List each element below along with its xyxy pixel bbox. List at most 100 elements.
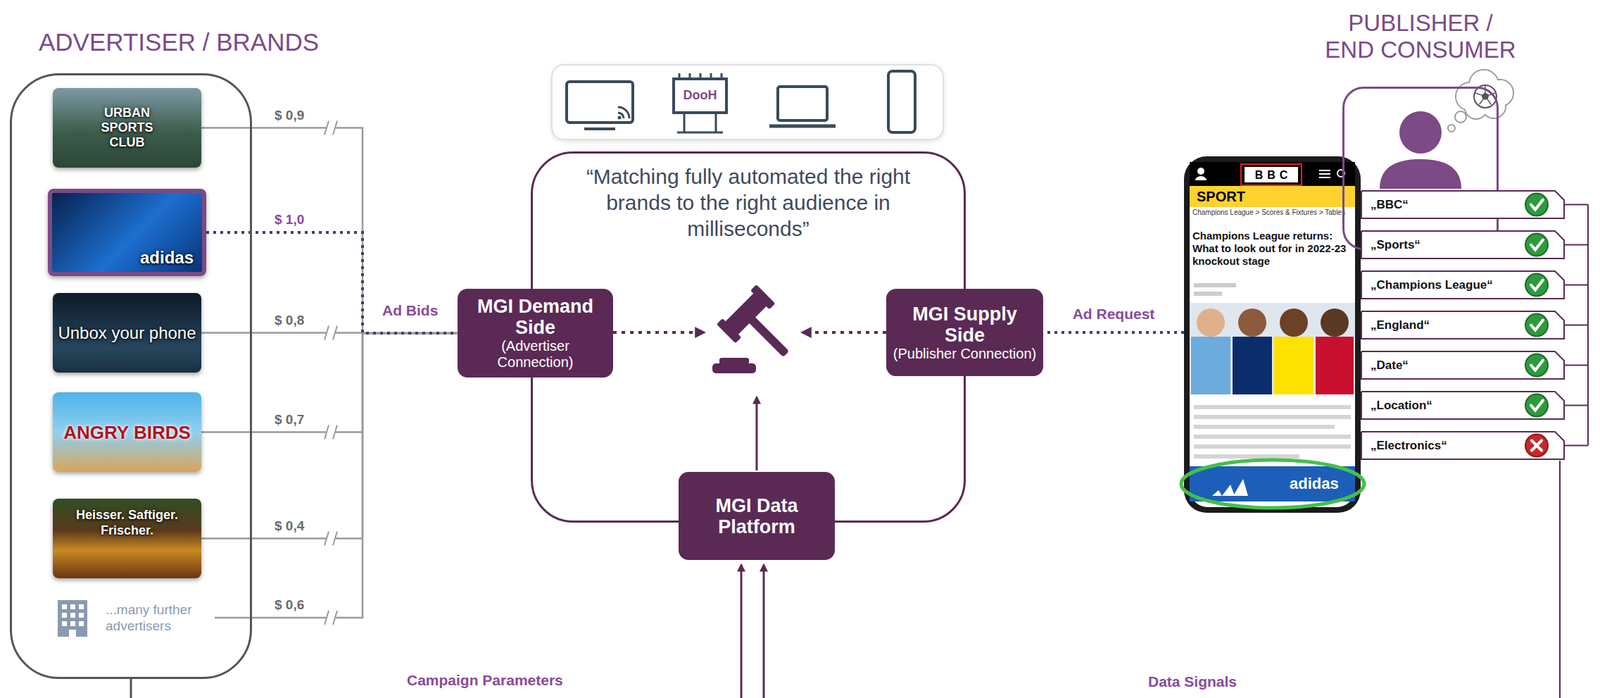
icon-mark bbox=[1531, 400, 1543, 411]
check-icon bbox=[1525, 354, 1548, 377]
tag-shape bbox=[1361, 351, 1565, 379]
sport-bar bbox=[1189, 185, 1356, 207]
break-slash bbox=[324, 425, 338, 440]
thought-dot bbox=[1447, 124, 1455, 132]
menu-icon bbox=[1319, 170, 1331, 178]
building-windows bbox=[61, 603, 84, 637]
gavel-icon bbox=[716, 284, 806, 374]
request-arrow bbox=[802, 330, 887, 334]
flow-label: Data Signals bbox=[1145, 672, 1239, 690]
break-slash bbox=[324, 610, 338, 625]
player-head bbox=[1279, 308, 1308, 337]
bid-arrow bbox=[613, 330, 704, 334]
byline bbox=[1193, 282, 1237, 288]
bid-price: $ 0,8 bbox=[272, 311, 307, 329]
advertiser-panel: ADVERTISER / BRANDSURBAN SPORTS CLUBadid… bbox=[9, 73, 253, 679]
article-lines bbox=[1193, 404, 1351, 459]
line-break-mark bbox=[324, 610, 338, 625]
flow-label: Ad Bids bbox=[380, 301, 440, 319]
break-slash bbox=[324, 325, 338, 340]
tag-shape bbox=[1361, 311, 1565, 339]
check-icon bbox=[1525, 193, 1548, 217]
user-icon bbox=[1197, 167, 1205, 175]
process-box: MGI Demand Side(Advertiser Connection) bbox=[457, 288, 614, 378]
bid-price: $ 0,7 bbox=[272, 411, 307, 428]
bid-price: $ 0,4 bbox=[272, 517, 307, 535]
node-text: „Date“ bbox=[1360, 350, 1565, 380]
ad-thumbnail: ANGRY BIRDS bbox=[52, 392, 202, 472]
node-text: MGI Demand Side bbox=[463, 295, 608, 338]
ad-thumbnail: adidas bbox=[47, 188, 207, 276]
signal-tag: „Sports“ bbox=[1360, 230, 1565, 260]
tag-shape bbox=[1361, 391, 1565, 419]
cross-icon bbox=[1525, 434, 1548, 457]
site-header bbox=[1189, 161, 1356, 186]
player bbox=[1232, 336, 1272, 395]
icon-mark bbox=[1531, 360, 1543, 371]
person-head bbox=[1399, 111, 1442, 154]
tag-shape bbox=[1361, 190, 1565, 219]
data-arrow bbox=[756, 397, 759, 471]
bid-price: $ 0,9 bbox=[272, 106, 307, 124]
process-box: MGI Supply Side(Publisher Connection) bbox=[886, 288, 1044, 376]
phone-screen bbox=[1189, 161, 1356, 507]
thought-dot bbox=[1454, 111, 1467, 123]
gavel-base bbox=[712, 363, 757, 374]
billboard-icon bbox=[673, 78, 727, 113]
player-head bbox=[1238, 308, 1267, 337]
icon-mark bbox=[1531, 320, 1543, 331]
node-text: „Location“ bbox=[1360, 390, 1565, 420]
node-subtext: adidas bbox=[1289, 474, 1339, 493]
node-text: „Electronics“ bbox=[1360, 430, 1565, 460]
tv-stand bbox=[584, 127, 616, 131]
connector bbox=[201, 128, 458, 334]
ad-thumbnail: Heisser. Saftiger. Frischer. bbox=[52, 498, 202, 578]
cast-dot bbox=[618, 116, 622, 120]
building-icon bbox=[57, 599, 88, 637]
player bbox=[1274, 336, 1314, 395]
player bbox=[1315, 336, 1354, 395]
player-head bbox=[1320, 308, 1349, 337]
node-subtext: Champions League returns: What to look o… bbox=[1192, 229, 1352, 268]
process-box: MGI Data Platform bbox=[678, 471, 835, 560]
phone-icon bbox=[888, 71, 916, 133]
billboard-legs bbox=[677, 73, 723, 133]
node-text: ANGRY BIRDS bbox=[63, 421, 191, 443]
player bbox=[1191, 336, 1231, 395]
ad-banner bbox=[1189, 465, 1356, 502]
icon-mark bbox=[1531, 199, 1543, 210]
consumer-card: PUBLISHER / END CONSUMER bbox=[1342, 86, 1499, 250]
node-subtext: Champions League > Scores & Fixtures > T… bbox=[1192, 208, 1352, 217]
tag-shape bbox=[1361, 271, 1565, 299]
connector bbox=[206, 232, 458, 333]
bid-price: $ 1,0 bbox=[272, 211, 307, 229]
icon-mark bbox=[1531, 280, 1543, 291]
node-subtext: (Advertiser Connection) bbox=[463, 337, 608, 371]
node-subtext: SPORT bbox=[1196, 187, 1246, 206]
gavel-cap bbox=[750, 284, 776, 310]
check-icon bbox=[1525, 394, 1548, 417]
campaign-line bbox=[130, 678, 133, 698]
signal-tag: „Location“ bbox=[1360, 390, 1565, 420]
laptop-base bbox=[769, 124, 836, 129]
node-text: Heisser. Saftiger. Frischer. bbox=[57, 502, 198, 538]
node-text: BBC bbox=[1244, 167, 1299, 184]
flow-label: Campaign Parameters bbox=[404, 670, 566, 689]
gavel-handle bbox=[747, 315, 790, 357]
signal-tag: „BBC“ bbox=[1360, 190, 1565, 219]
tv-icon bbox=[566, 81, 633, 123]
line-break-mark bbox=[324, 531, 338, 546]
winner-highlight bbox=[1181, 459, 1365, 508]
check-icon bbox=[1525, 313, 1548, 337]
icon-mark bbox=[1531, 240, 1543, 250]
node-text: MGI Data Platform bbox=[684, 494, 830, 538]
thought-cloud bbox=[1455, 69, 1514, 119]
ad-thumbnail: Unbox your phone bbox=[52, 292, 202, 373]
node-subtext: (Publisher Connection) bbox=[893, 345, 1037, 362]
node-text: ...many further advertisers bbox=[105, 601, 215, 634]
signal-highlight bbox=[1241, 164, 1302, 186]
player-head bbox=[1196, 308, 1225, 337]
node-text: ADVERTISER / BRANDS bbox=[38, 28, 319, 57]
